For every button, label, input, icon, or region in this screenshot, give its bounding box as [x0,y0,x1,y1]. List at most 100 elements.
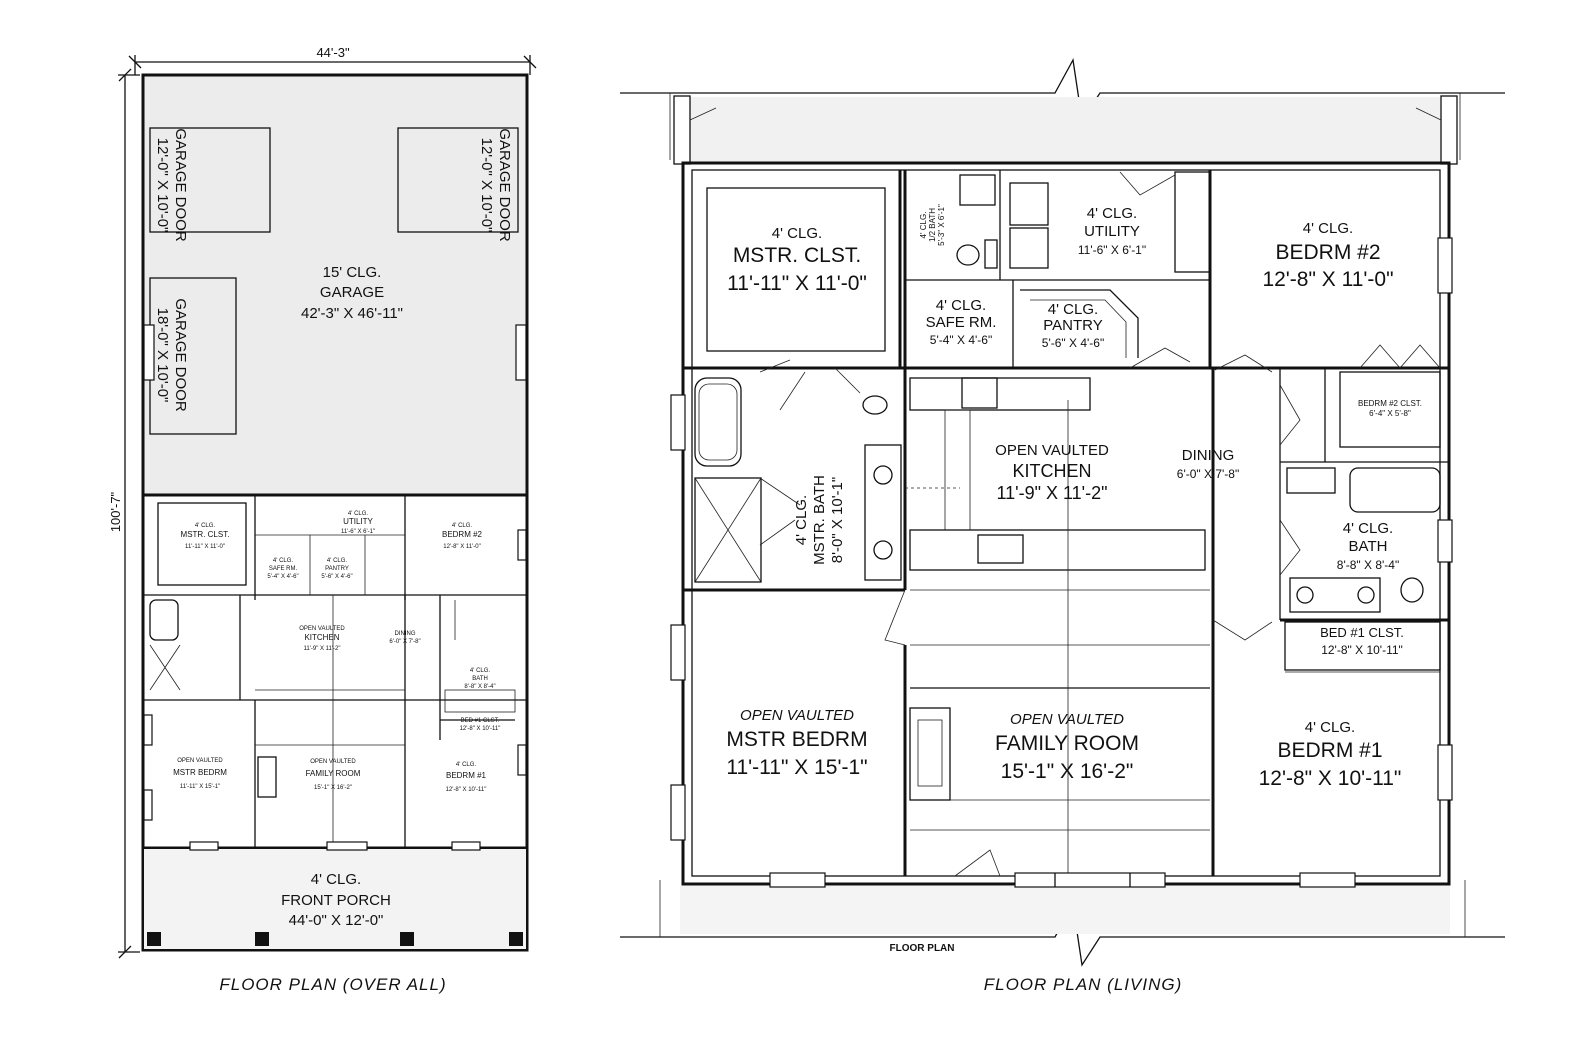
svg-text:8'-8" X 8'-4": 8'-8" X 8'-4" [1337,558,1399,572]
svg-text:4' CLG.: 4' CLG. [273,558,293,564]
overall-dimensions: 44'-3" 100'-7" [108,45,537,959]
living-caption: FLOOR PLAN (LIVING) [984,975,1182,994]
svg-text:DINING: DINING [395,631,416,637]
svg-text:42'-3" X 46'-11": 42'-3" X 46'-11" [301,305,403,322]
svg-text:12'-8" X 10'-11": 12'-8" X 10'-11" [446,787,487,793]
svg-text:11'-11" X 11'-0": 11'-11" X 11'-0" [185,544,225,550]
svg-text:4' CLG.: 4' CLG. [195,523,215,529]
svg-text:4' CLG.: 4' CLG. [348,511,368,517]
svg-text:12'-8" X 10'-11": 12'-8" X 10'-11" [1321,643,1403,657]
svg-text:OPEN VAULTED: OPEN VAULTED [740,707,854,724]
svg-text:5'-6" X 4'-6": 5'-6" X 4'-6" [1042,336,1104,350]
svg-text:BEDRM #2: BEDRM #2 [442,530,483,539]
svg-text:12'-0" X 10'-0": 12'-0" X 10'-0" [478,138,495,233]
svg-text:4' CLG.: 4' CLG. [793,495,810,545]
room-mstr-bath: 4' CLG. MSTR. BATH 8'-0" X 10'-1" [793,475,846,565]
svg-text:BEDRM #2 CLST.: BEDRM #2 CLST. [1358,399,1422,408]
svg-text:BATH: BATH [1349,538,1388,555]
svg-text:15'-1" X 16'-2": 15'-1" X 16'-2" [314,785,352,791]
svg-text:SAFE RM.: SAFE RM. [269,566,298,572]
svg-text:18'-0" X 10'-0": 18'-0" X 10'-0" [154,308,171,403]
living-sublabel: FLOOR PLAN [890,943,955,954]
svg-text:44'-0" X 12'-0": 44'-0" X 12'-0" [289,912,384,929]
svg-text:MSTR. BATH: MSTR. BATH [811,475,828,565]
overall-plan: 44'-3" 100'-7" GARAGE DOOR 12'-0" X 10'-… [108,45,537,994]
garage-label: 15' CLG. GARAGE 42'-3" X 46'-11" [301,264,403,322]
svg-text:8'-8" X 8'-4": 8'-8" X 8'-4" [464,684,495,690]
living-plan: 4' CLG. MSTR. CLST. 11'-11" X 11'-0" 4' … [620,57,1505,994]
svg-text:5'-4" X 4'-6": 5'-4" X 4'-6" [930,333,992,347]
svg-text:FRONT PORCH: FRONT PORCH [281,892,391,909]
svg-text:5'-3" X 6'-1": 5'-3" X 6'-1" [937,204,946,246]
svg-text:BATH: BATH [472,676,488,682]
room-mstr-bedrm: OPEN VAULTED MSTR BEDRM 11'-11" X 15'-1" [726,707,867,779]
svg-text:BED #1 CLST.: BED #1 CLST. [461,718,500,724]
svg-text:GARAGE DOOR: GARAGE DOOR [172,298,189,412]
svg-text:KITCHEN: KITCHEN [304,633,339,642]
svg-text:8'-0" X 10'-1": 8'-0" X 10'-1" [829,477,846,563]
room-mstr-clst: 4' CLG. MSTR. CLST. 11'-11" X 11'-0" [727,225,867,295]
overall-mini-living: 4' CLG. MSTR. CLST. 11'-11" X 11'-0" 4' … [143,495,527,851]
room-half-bath: 4' CLG. 1/2 BATH 5'-3" X 6'-1" [919,204,946,246]
svg-text:11'-6" X 6'-1": 11'-6" X 6'-1" [341,529,375,535]
svg-text:FAMILY ROOM: FAMILY ROOM [995,732,1139,755]
svg-text:GARAGE: GARAGE [320,284,384,301]
svg-text:11'-11" X 15'-1": 11'-11" X 15'-1" [726,756,867,779]
svg-text:11'-11" X 15'-1": 11'-11" X 15'-1" [180,784,220,790]
room-bedrm2: 4' CLG. BEDRM #2 12'-8" X 11'-0" [1262,220,1393,291]
svg-text:4' CLG.: 4' CLG. [327,558,347,564]
room-dining: DINING 6'-0" X 7'-8" [1177,447,1239,481]
svg-text:OPEN VAULTED: OPEN VAULTED [1010,711,1124,728]
front-porch-label: 4' CLG. FRONT PORCH 44'-0" X 12'-0" [281,871,391,929]
svg-text:4' CLG.: 4' CLG. [1303,220,1353,237]
porch-posts [147,932,523,946]
room-bedrm2-clst: BEDRM #2 CLST. 6'-4" X 5'-8" [1358,399,1422,418]
svg-text:OPEN VAULTED: OPEN VAULTED [995,442,1109,459]
svg-text:4' CLG.: 4' CLG. [936,297,986,314]
svg-text:GARAGE DOOR: GARAGE DOOR [172,128,189,242]
svg-text:4' CLG.: 4' CLG. [1305,719,1355,736]
svg-text:15'-1" X 16'-2": 15'-1" X 16'-2" [1001,760,1134,783]
svg-text:4' CLG.: 4' CLG. [311,871,361,888]
svg-text:PANTRY: PANTRY [1043,317,1102,334]
room-bed1-clst: BED #1 CLST. 12'-8" X 10'-11" [1320,625,1404,657]
svg-text:5'-6" X 4'-6": 5'-6" X 4'-6" [321,574,352,580]
svg-text:GARAGE DOOR: GARAGE DOOR [496,128,513,242]
svg-text:MSTR. CLST.: MSTR. CLST. [733,244,861,267]
room-bath: 4' CLG. BATH 8'-8" X 8'-4" [1337,520,1399,572]
svg-text:DINING: DINING [1182,447,1235,464]
svg-text:12'-8" X 11'-0": 12'-8" X 11'-0" [443,544,480,550]
garage-door-2: GARAGE DOOR 12'-0" X 10'-0" [397,127,519,242]
room-bedrm1: 4' CLG. BEDRM #1 12'-8" X 10'-11" [1259,719,1402,790]
svg-text:4' CLG.: 4' CLG. [470,668,490,674]
room-pantry: 4' CLG. PANTRY 5'-6" X 4'-6" [1042,301,1104,350]
svg-text:BED #1 CLST.: BED #1 CLST. [1320,625,1404,640]
svg-text:12'-8" X 10'-11": 12'-8" X 10'-11" [460,726,501,732]
svg-text:11'-6" X 6'-1": 11'-6" X 6'-1" [1078,243,1146,257]
break-lines [620,57,1505,967]
svg-text:6'-0" X 7'-8": 6'-0" X 7'-8" [1177,467,1239,481]
svg-text:SAFE RM.: SAFE RM. [926,314,997,331]
svg-text:BEDRM #1: BEDRM #1 [1277,739,1382,762]
svg-text:4' CLG.: 4' CLG. [919,212,928,239]
svg-text:UTILITY: UTILITY [1084,223,1140,240]
svg-text:KITCHEN: KITCHEN [1012,461,1091,481]
svg-text:MSTR BEDRM: MSTR BEDRM [726,728,867,751]
svg-text:6'-4" X 5'-8": 6'-4" X 5'-8" [1369,409,1411,418]
svg-text:OPEN VAULTED: OPEN VAULTED [299,626,345,632]
overall-depth-dimension: 100'-7" [108,491,123,532]
svg-text:4' CLG.: 4' CLG. [452,523,472,529]
svg-text:1/2 BATH: 1/2 BATH [928,208,937,242]
svg-text:PANTRY: PANTRY [325,566,349,572]
svg-text:4' CLG.: 4' CLG. [1048,301,1098,318]
svg-text:BEDRM #2: BEDRM #2 [1275,241,1380,264]
door-swings [759,171,1441,877]
svg-text:OPEN VAULTED: OPEN VAULTED [177,758,223,764]
svg-text:UTILITY: UTILITY [343,517,373,526]
svg-text:11'-9" X 11'-2": 11'-9" X 11'-2" [303,646,340,652]
svg-text:FAMILY ROOM: FAMILY ROOM [306,769,361,778]
svg-text:4' CLG.: 4' CLG. [1343,520,1393,537]
svg-text:MSTR. CLST.: MSTR. CLST. [181,530,230,539]
